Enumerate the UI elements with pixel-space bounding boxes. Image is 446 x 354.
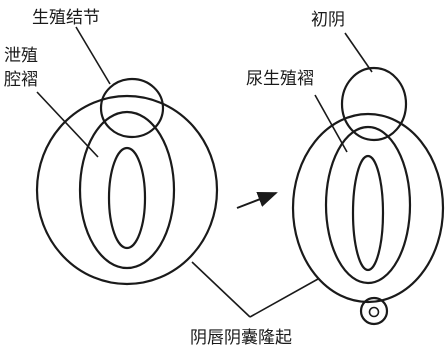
- label-labioscrotal-swelling: 阴唇阴囊隆起: [190, 328, 292, 348]
- urogenital-fold-outline: [326, 127, 410, 283]
- urogenital-groove-left: [109, 148, 145, 248]
- labioscrotal-swelling-right: [293, 114, 443, 302]
- cloacal-fold-outline: [80, 112, 174, 268]
- leader-phallus: [345, 33, 372, 72]
- label-phallus: 初阴: [311, 10, 345, 30]
- anal-lumen: [370, 308, 379, 317]
- transition-arrow: [237, 193, 276, 208]
- phallus: [342, 68, 406, 140]
- stage-early: [37, 79, 217, 284]
- urogenital-groove-right: [353, 156, 383, 270]
- stage-later: [293, 68, 443, 324]
- labioscrotal-swelling-left: [37, 96, 217, 284]
- leader-labioscrotal-left: [192, 262, 250, 317]
- leader-genital-tubercle: [76, 27, 110, 84]
- label-genital-tubercle: 生殖结节: [32, 8, 100, 28]
- leader-labioscrotal-right: [250, 279, 318, 317]
- label-urogenital-fold: 尿生殖褶: [246, 69, 314, 89]
- label-cloacal-fold-line1: 泄殖: [4, 46, 38, 66]
- genital-tubercle: [101, 79, 163, 137]
- label-cloacal-fold-line2: 腔褶: [4, 70, 38, 90]
